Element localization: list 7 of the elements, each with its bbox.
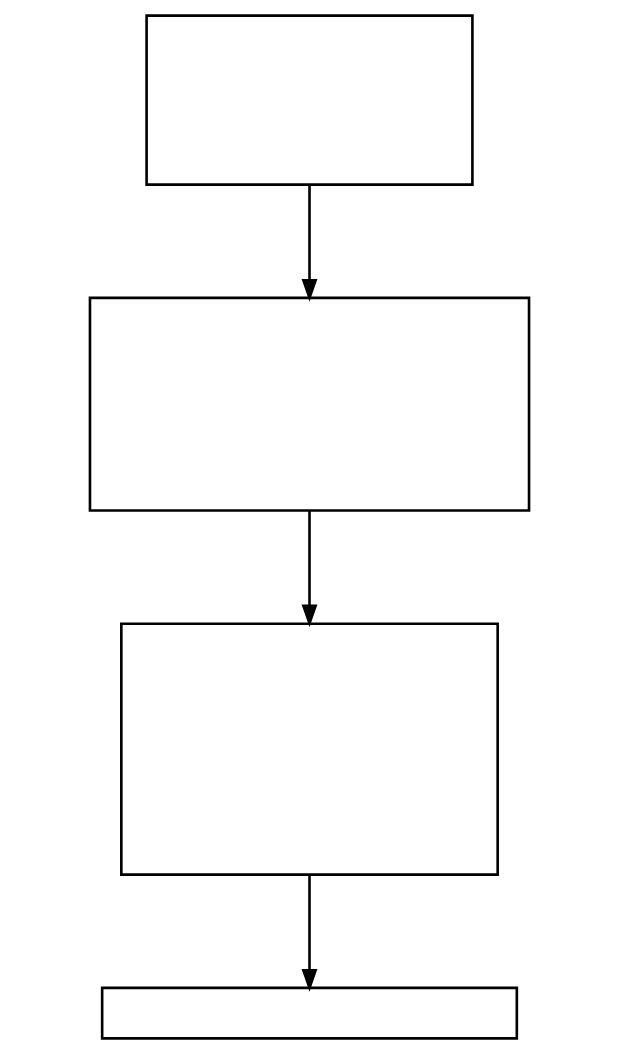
node-box xyxy=(100,986,518,1040)
arrow xyxy=(301,874,317,992)
node-box xyxy=(119,622,499,876)
node-box xyxy=(144,14,474,186)
arrow xyxy=(301,510,317,628)
arrow xyxy=(301,184,317,302)
node-box xyxy=(88,296,530,512)
